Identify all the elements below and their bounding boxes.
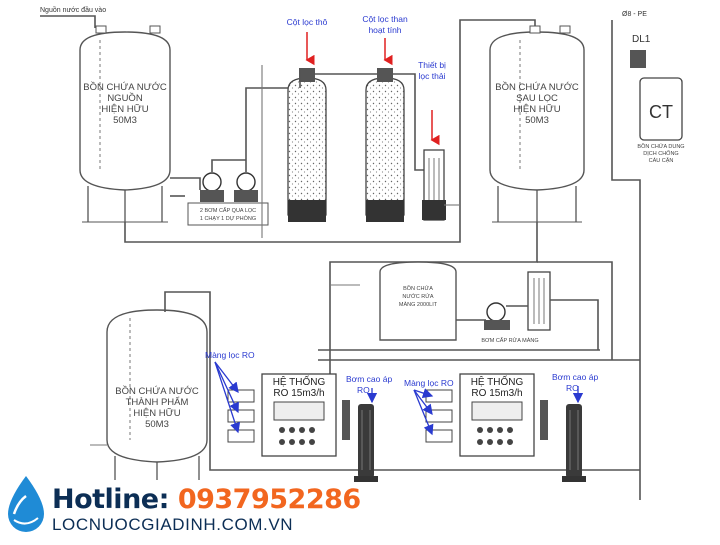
source-inlet-pipe bbox=[40, 15, 96, 28]
product-tank-label-1: BỒN CHỨA NƯỚC bbox=[115, 385, 199, 397]
membrane-callout-2: Màng lọc RO bbox=[404, 378, 454, 388]
hotline: Hotline: 0937952286 bbox=[52, 484, 361, 515]
wash-pump-label: BƠM CẤP RỬA MÀNG bbox=[481, 337, 538, 344]
hp-pump-2 bbox=[562, 404, 586, 482]
ro1-title-2: RO 15m3/h bbox=[273, 388, 324, 399]
product-tank: BỒN CHỨA NƯỚC THÀNH PHẨM HIỆN HỮU 50M3 bbox=[106, 309, 208, 480]
ct-label: CT bbox=[649, 102, 673, 122]
source-tank-label-1: BỒN CHỨA NƯỚC bbox=[83, 81, 167, 93]
product-tank-label-2: THÀNH PHẨM bbox=[126, 396, 189, 408]
website-link[interactable]: LOCNUOCGIADINH.COM.VN bbox=[52, 515, 294, 534]
source-tank-label-3: HIỆN HỮU bbox=[101, 104, 148, 115]
ro-system-1: HỆ THỐNG RO 15m3/h bbox=[227, 373, 350, 457]
ro2-title-1: HỆ THỐNG bbox=[471, 374, 524, 388]
after-filter-tank: BỒN CHỨA NƯỚC SAU LỌC HIỆN HỮU 50M3 bbox=[489, 25, 585, 223]
carbon-filter-column bbox=[315, 68, 428, 222]
feed-pumps: 2 BƠM CẤP QUA LỌC 1 CHẠY 1 DỰ PHÒNG bbox=[170, 87, 300, 226]
product-return-pipe bbox=[164, 291, 640, 471]
membrane-arrows-1 bbox=[214, 361, 241, 434]
product-tank-label-4: 50M3 bbox=[145, 419, 169, 430]
ground-label: Ø8 - PE bbox=[622, 11, 647, 18]
feed-pump-label-1: 2 BƠM CẤP QUA LỌC bbox=[200, 207, 256, 214]
waste-filter-callout-2: lọc thải bbox=[419, 71, 446, 81]
hotline-label: Hotline: bbox=[52, 484, 169, 515]
chem-tank-label-2: DỊCH CHỐNG bbox=[643, 150, 678, 157]
hp-pump-1-callout-1: Bơm cao áp bbox=[346, 374, 392, 384]
hp-pump-1 bbox=[354, 404, 378, 482]
ro1-title-1: HỆ THỐNG bbox=[273, 374, 326, 388]
water-drop-logo bbox=[8, 476, 44, 532]
after-tank-label-1: BỒN CHỨA NƯỚC bbox=[495, 81, 579, 93]
carbon-filter-callout-2: hoạt tính bbox=[368, 25, 401, 35]
chemical-tank: DL1 CT BỒN CHỨA DUNG DỊCH CHỐNG CÁU CẶN bbox=[630, 34, 685, 164]
after-tank-label-4: 50M3 bbox=[525, 115, 549, 126]
hp-pump-2-callout-1: Bơm cao áp bbox=[552, 372, 598, 382]
dosing-pipe bbox=[611, 20, 641, 500]
after-filter-pipe bbox=[124, 19, 536, 243]
after-tank-label-3: HIỆN HỮU bbox=[513, 104, 560, 115]
cartridge-filter bbox=[422, 149, 446, 221]
ro2-title-2: RO 15m3/h bbox=[471, 388, 522, 399]
sand-filter-callout: Cột lọc thô bbox=[287, 17, 328, 27]
hp-pump-2-callout-2: RO bbox=[566, 383, 579, 393]
sand-filter-column bbox=[287, 68, 327, 222]
wash-tank: BỒN CHỨA NƯỚC RỬA MÀNG 2000LIT bbox=[379, 261, 457, 341]
source-tank-label-2: NGUỒN bbox=[107, 92, 143, 104]
hotline-number[interactable]: 0937952286 bbox=[177, 484, 361, 515]
carbon-filter-callout-1: Cột lọc than bbox=[362, 14, 408, 24]
ro-system-2: HỆ THỐNG RO 15m3/h bbox=[425, 373, 548, 457]
after-tank-label-2: SAU LỌC bbox=[516, 93, 558, 104]
chem-tank-label-3: CÁU CẶN bbox=[649, 157, 674, 164]
wash-tank-label-3: MÀNG 2000LIT bbox=[399, 301, 438, 308]
source-water-label: Nguồn nước đầu vào bbox=[40, 5, 106, 14]
wash-tank-label-2: NƯỚC RỬA bbox=[402, 293, 434, 300]
membrane-arrows-2 bbox=[413, 388, 434, 436]
source-tank-label-4: 50M3 bbox=[113, 115, 137, 126]
waste-filter-callout-1: Thiết bị bbox=[418, 60, 446, 70]
feed-pump-label-2: 1 CHẠY 1 DỰ PHÒNG bbox=[200, 215, 256, 222]
source-tank: BỒN CHỨA NƯỚC NGUỒN HIỆN HỮU 50M3 bbox=[79, 25, 171, 223]
hp-pump-1-callout-2: RO bbox=[357, 385, 370, 395]
wash-pump: BƠM CẤP RỬA MÀNG bbox=[456, 271, 599, 350]
membrane-callout-1: Màng lọc RO bbox=[205, 350, 255, 360]
chem-tank-label-1: BỒN CHỨA DUNG bbox=[637, 143, 684, 150]
wash-tank-label-1: BỒN CHỨA bbox=[403, 285, 433, 292]
dl1-label: DL1 bbox=[632, 34, 651, 45]
product-tank-label-3: HIỆN HỮU bbox=[133, 408, 180, 419]
